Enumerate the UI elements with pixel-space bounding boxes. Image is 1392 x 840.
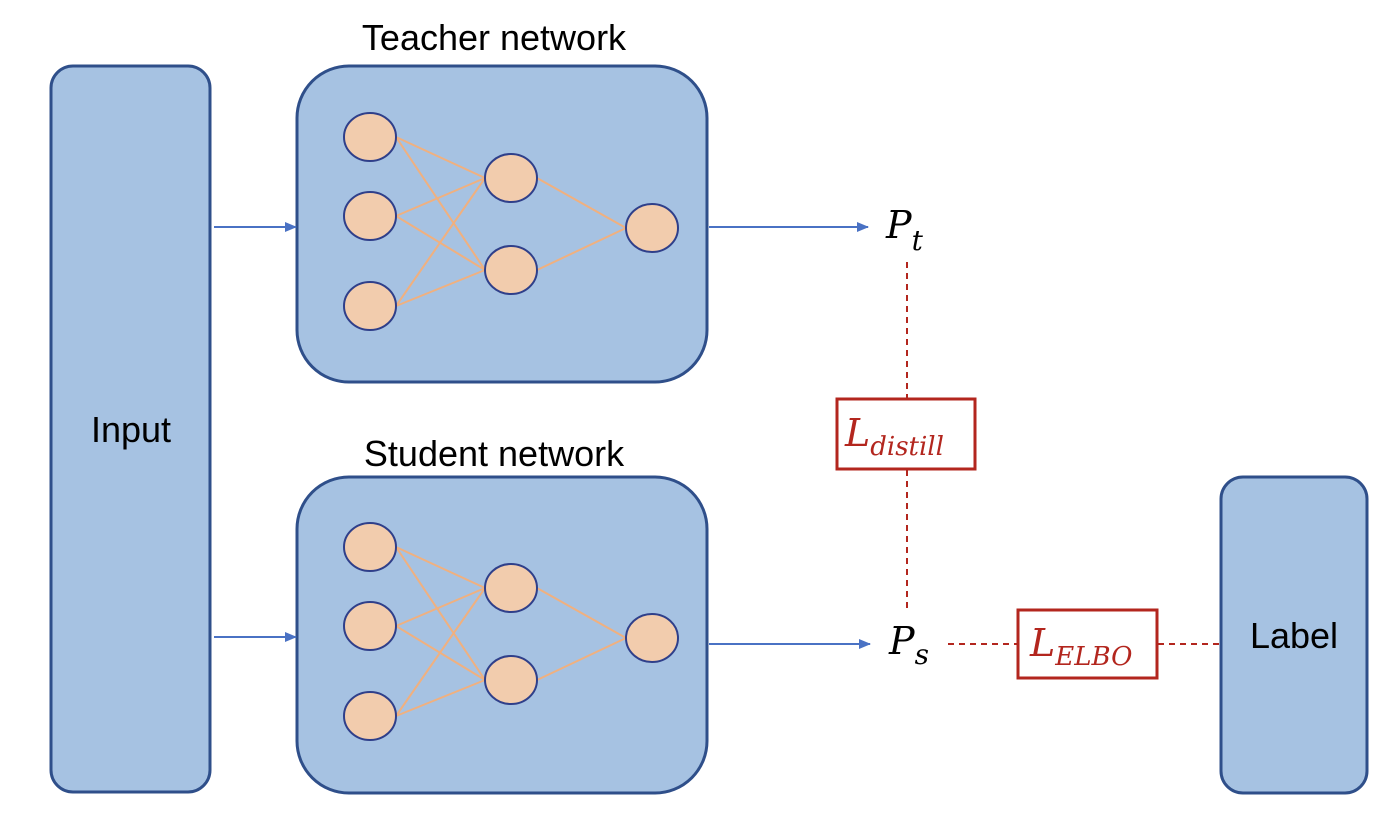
elbo-loss-main: L (1029, 621, 1055, 665)
student-title: Student network (364, 433, 625, 474)
teacher-edge (536, 177, 627, 229)
teacher-node-l1-2 (343, 191, 397, 241)
teacher-output-sub: t (912, 224, 924, 257)
student-node-l2-2 (484, 655, 538, 705)
student-neural-net (343, 522, 679, 741)
elbo-loss-text: LELBO (1029, 621, 1132, 672)
teacher-node-l1-1 (343, 112, 397, 162)
teacher-edge (395, 136, 486, 179)
distill-loss-box (835, 397, 977, 471)
student-output-sub: s (915, 638, 929, 671)
student-node-l1-3 (343, 691, 397, 741)
student-output: Ps (888, 619, 929, 671)
student-edge (395, 546, 486, 589)
teacher-box (295, 64, 709, 384)
teacher-edge (395, 177, 486, 217)
teacher-title: Teacher network (362, 17, 627, 58)
student-node-l1-2 (343, 601, 397, 651)
teacher-output: Pt (885, 203, 924, 257)
student-node-l1-1 (343, 522, 397, 572)
teacher-node-l1-3 (343, 281, 397, 331)
teacher-edge (395, 177, 486, 307)
student-node-l3-1 (625, 613, 679, 663)
distill-loss-sub: distill (870, 432, 944, 462)
teacher-output-main: P (885, 203, 913, 247)
input-label: Input (91, 409, 171, 450)
student-edge (536, 587, 627, 639)
elbo-loss-box (1016, 608, 1159, 680)
teacher-edge (395, 269, 486, 307)
teacher-edge (536, 227, 627, 271)
teacher-node-l3-1 (625, 203, 679, 253)
teacher-node-l2-2 (484, 245, 538, 295)
teacher-edge (395, 136, 486, 271)
student-node-l2-1 (484, 563, 538, 613)
teacher-edges (395, 136, 627, 307)
student-edges (395, 546, 627, 717)
student-edge (536, 637, 627, 681)
student-edge (395, 679, 486, 717)
student-edge (395, 587, 486, 627)
student-edge (395, 587, 486, 717)
label-text: Label (1250, 615, 1338, 656)
student-output-main: P (888, 619, 916, 663)
teacher-neural-net (343, 112, 679, 331)
elbo-loss-sub: ELBO (1054, 642, 1132, 672)
student-edge (395, 546, 486, 681)
distill-loss-main: L (844, 411, 870, 455)
label-box (1219, 475, 1369, 795)
teacher-node-l2-1 (484, 153, 538, 203)
input-box (49, 64, 212, 794)
distill-loss-text: Ldistill (844, 411, 944, 462)
